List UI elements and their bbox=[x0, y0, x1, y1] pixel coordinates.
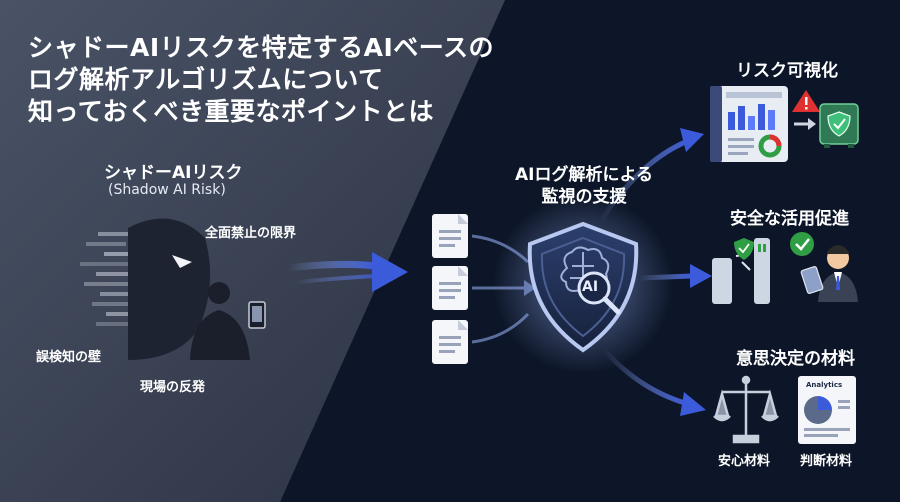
title-line-2: ログ解析アルゴリズムについて bbox=[28, 65, 384, 94]
businessman-icon bbox=[800, 245, 858, 302]
dashboard-monitor-icon bbox=[710, 86, 788, 162]
title-line-3: 知っておくべき重要なポイントとは bbox=[28, 97, 435, 126]
magnifier-icon bbox=[577, 271, 621, 315]
judgment-label: 判断材料 bbox=[800, 454, 853, 469]
field-backlash-label: 現場の反発 bbox=[140, 380, 206, 395]
security-gate-icon bbox=[712, 238, 770, 304]
ban-limit-label: 全面禁止の限界 bbox=[205, 226, 297, 241]
reassurance-label: 安心材料 bbox=[718, 454, 771, 469]
output-arrow-safe-use bbox=[637, 264, 712, 288]
center-heading-2: 監視の支援 bbox=[541, 187, 627, 207]
output-arrow-visualization bbox=[597, 128, 704, 225]
warning-icon bbox=[792, 90, 820, 112]
check-circle-icon bbox=[790, 232, 814, 256]
page-title: シャドーAIリスクを特定するAIベースの ログ解析アルゴリズムについて 知ってお… bbox=[28, 32, 494, 128]
shadow-ai-subheading: (Shadow AI Risk) bbox=[108, 182, 226, 198]
log-document-icon bbox=[432, 320, 468, 364]
pixel-fragments bbox=[80, 232, 132, 326]
risk-visualization-label: リスク可視化 bbox=[736, 61, 838, 81]
shield-check-icon bbox=[734, 238, 754, 260]
shield-ai-text: AI bbox=[582, 279, 599, 295]
false-detection-label: 誤検知の壁 bbox=[36, 350, 102, 365]
safe-vault-icon bbox=[819, 103, 859, 148]
decision-label: 意思決定の材料 bbox=[736, 349, 855, 369]
ai-shield-icon bbox=[527, 221, 639, 353]
title-line-1: シャドーAIリスクを特定するAIベースの bbox=[28, 33, 495, 62]
main-flow-arrow bbox=[284, 252, 408, 292]
center-heading-1: AIログ解析による bbox=[515, 165, 653, 185]
glowing-eye bbox=[172, 255, 192, 268]
safe-use-label: 安全な活用促進 bbox=[730, 209, 849, 229]
balance-scale-icon bbox=[713, 375, 779, 444]
shadow-ai-heading: シャドーAIリスク bbox=[104, 163, 243, 183]
hooded-figure bbox=[128, 218, 211, 360]
log-document-icon bbox=[432, 266, 468, 310]
output-arrow-decision bbox=[601, 347, 706, 416]
person-with-phone-icon bbox=[190, 282, 266, 360]
right-arrow-icon bbox=[794, 118, 816, 130]
left-panel bbox=[0, 0, 505, 502]
analytics-report-icon: Analytics bbox=[798, 376, 856, 444]
log-document-icon bbox=[432, 214, 468, 258]
analytics-label: Analytics bbox=[806, 381, 842, 389]
